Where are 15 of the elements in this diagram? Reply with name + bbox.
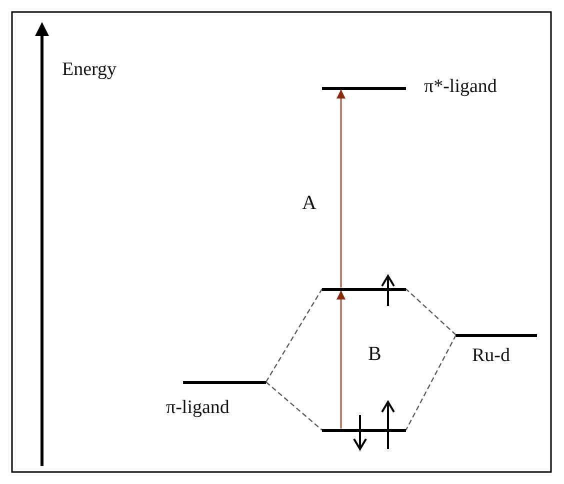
energy-level [456, 334, 537, 336]
level-label: Ru-d [472, 346, 510, 365]
transition-arrow [336, 290, 346, 428]
energy-level [322, 288, 406, 290]
dashed-connector [405, 334, 457, 430]
energy-level [322, 428, 406, 432]
dashed-connector [265, 288, 323, 382]
transition-arrow [336, 90, 346, 288]
dashed-connector [406, 288, 456, 336]
energy-level [183, 380, 266, 384]
level-label: π*-ligand [424, 77, 497, 96]
dashed-connector [266, 382, 322, 430]
energy-level [322, 86, 406, 90]
axis-label: Energy [62, 60, 117, 79]
level-label: π-ligand [166, 398, 230, 417]
